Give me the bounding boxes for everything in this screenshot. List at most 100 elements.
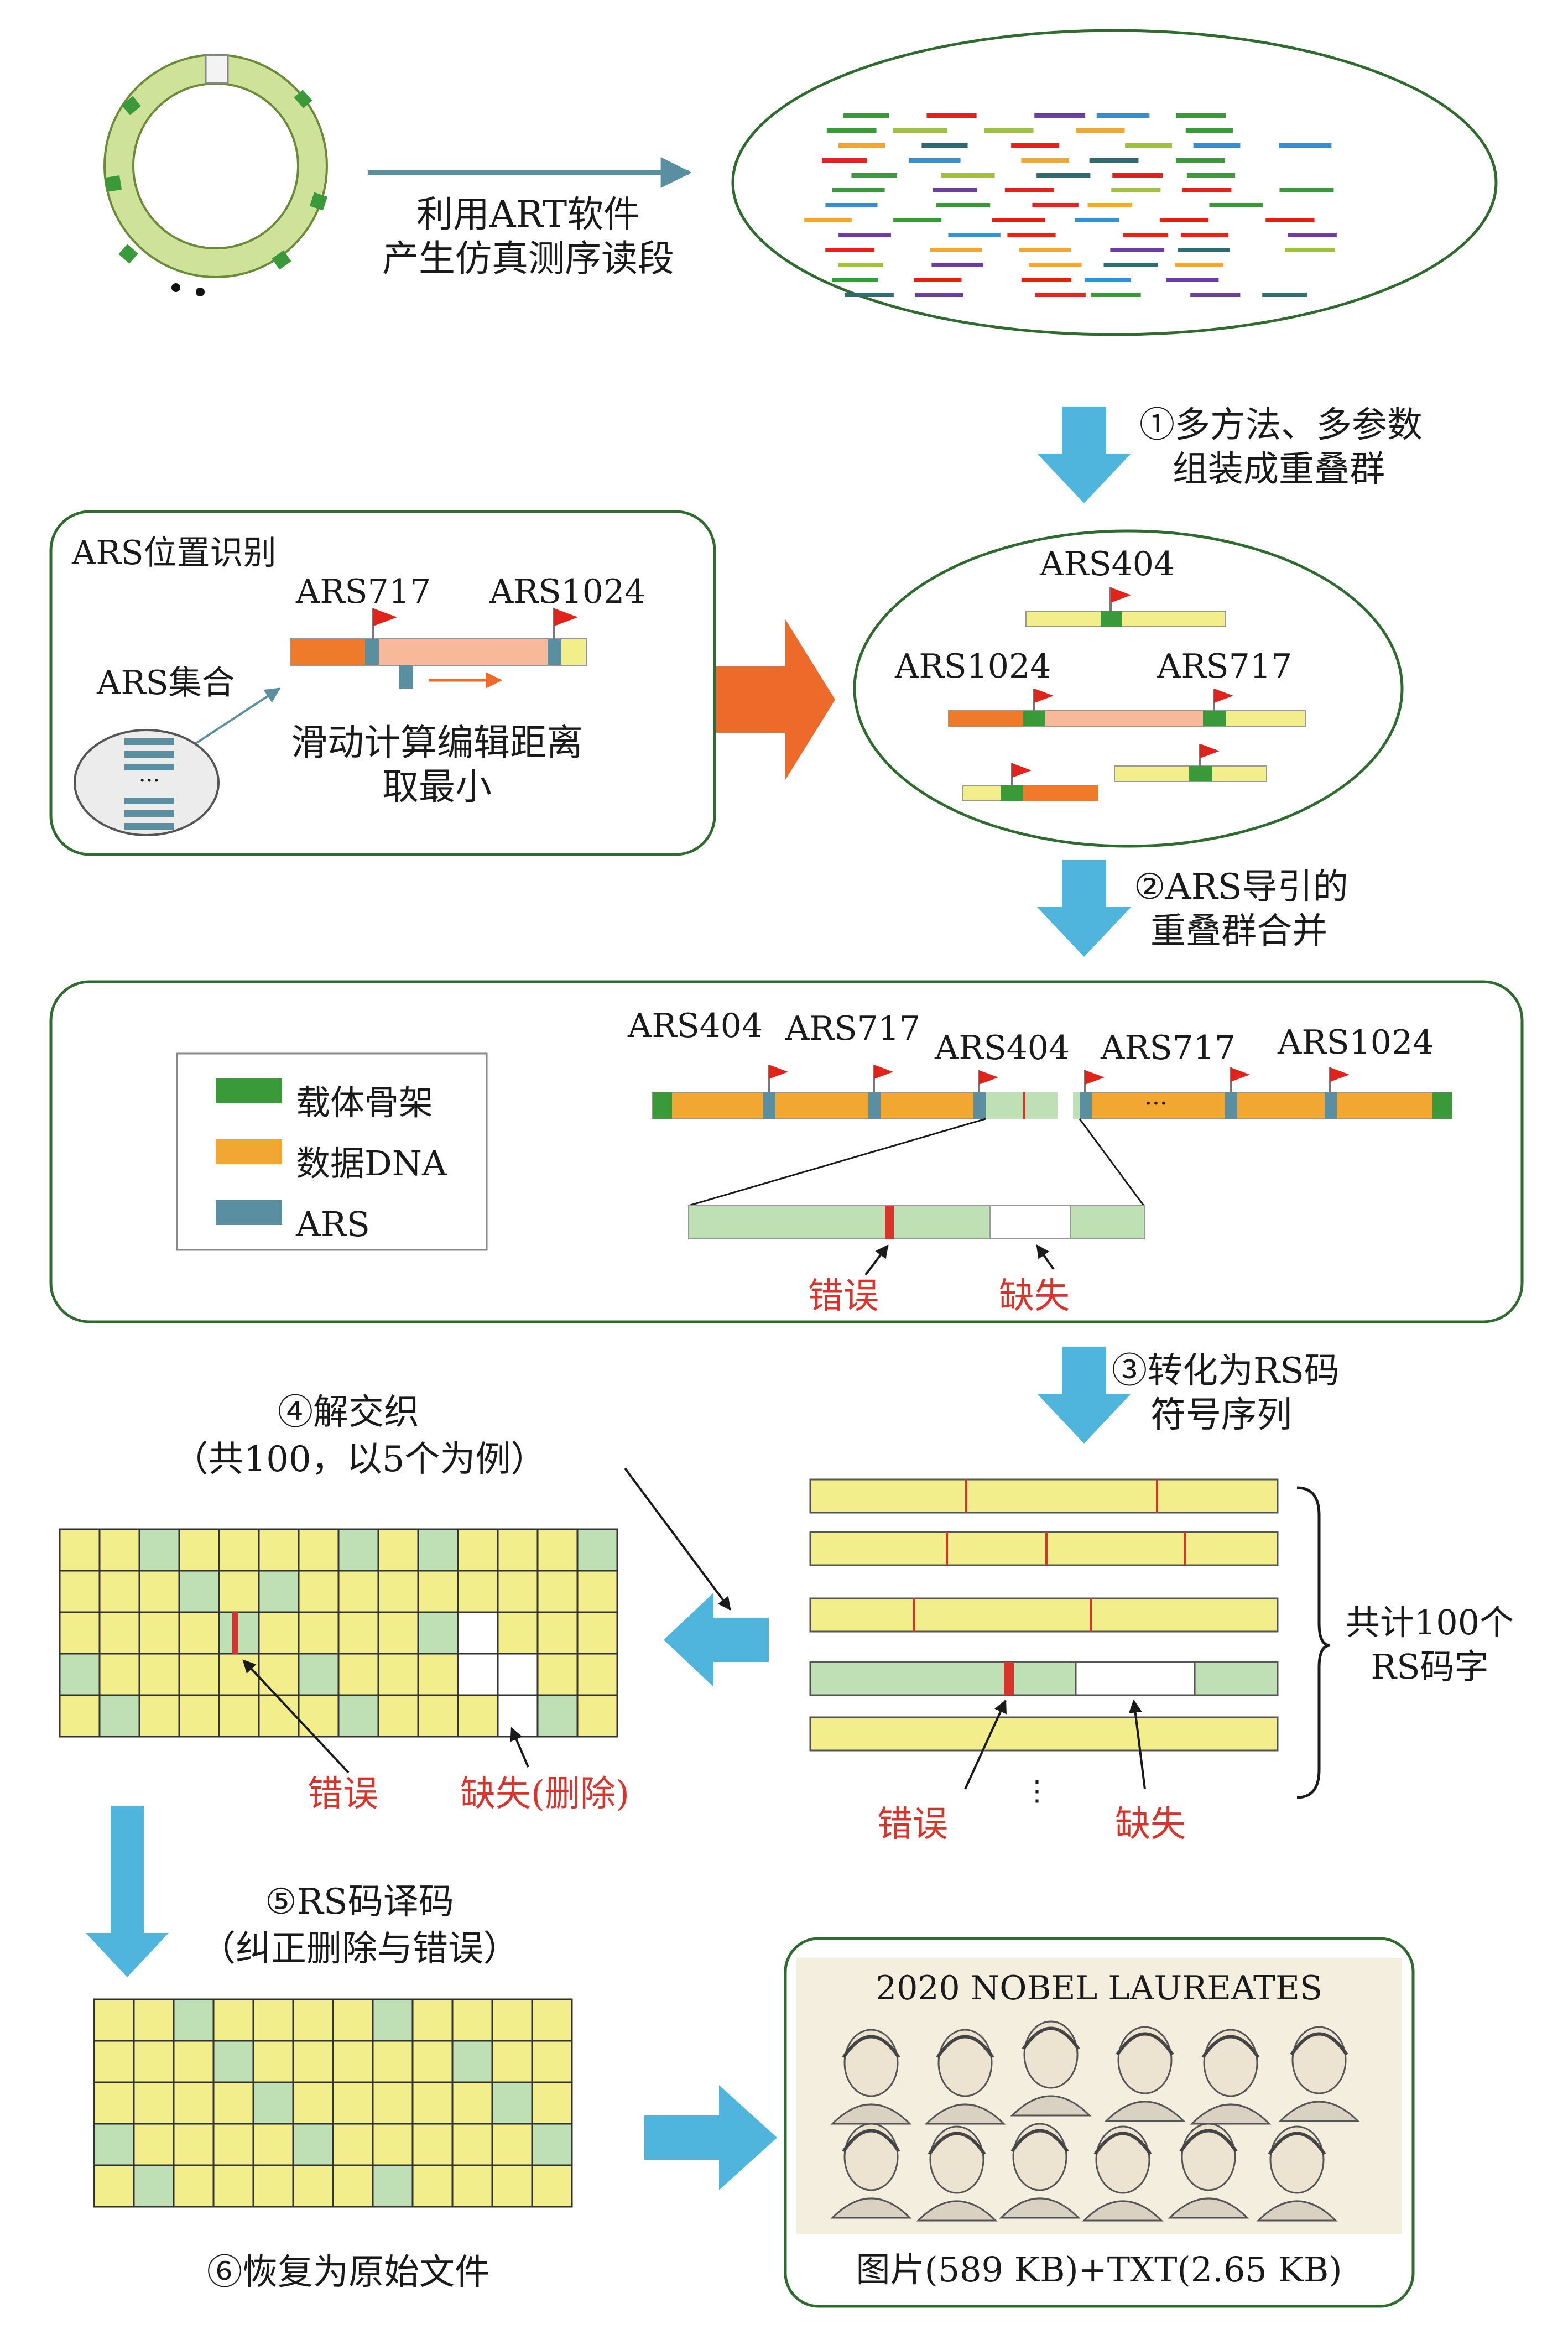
laureate-hair bbox=[1116, 2032, 1174, 2056]
rs-codewords bbox=[809, 1478, 1279, 1752]
grid-cell bbox=[491, 2123, 533, 2166]
step6-label: ⑥恢复为原始文件 bbox=[207, 2252, 490, 2293]
sequencing-read bbox=[984, 128, 1034, 133]
laureate-face bbox=[1269, 2125, 1325, 2194]
grid-cell bbox=[173, 1998, 215, 2042]
grid-cell bbox=[258, 1528, 300, 1572]
grid-missing-pointer bbox=[510, 1727, 529, 1768]
grid-cell bbox=[497, 1570, 539, 1613]
laureate-face bbox=[1291, 2026, 1347, 2094]
flag-icon bbox=[1230, 1067, 1250, 1092]
laureate-face bbox=[1012, 2123, 1067, 2191]
grid-cell bbox=[497, 1528, 539, 1572]
grid-cell bbox=[138, 1570, 180, 1613]
sequencing-read bbox=[1265, 218, 1315, 222]
sequencing-read bbox=[1185, 128, 1233, 133]
grid-cell bbox=[212, 2040, 254, 2083]
sequencing-read bbox=[1110, 248, 1165, 252]
sequencing-read bbox=[1193, 143, 1241, 148]
laureate-body bbox=[924, 2103, 1006, 2125]
legend-data-dna: 数据DNA bbox=[296, 1143, 447, 1184]
merge-label: ARS404 bbox=[934, 1029, 1070, 1067]
sequencing-read bbox=[1076, 128, 1125, 133]
grid-cell bbox=[451, 1998, 493, 2042]
sequencing-read bbox=[1034, 113, 1086, 118]
laureate-body bbox=[1104, 2101, 1186, 2122]
grid-cell bbox=[98, 1653, 140, 1696]
laureate-body bbox=[1010, 2095, 1092, 2117]
grid-cell bbox=[332, 2164, 374, 2208]
grid-cell bbox=[491, 1998, 533, 2042]
grid-cell bbox=[93, 2040, 135, 2083]
step5-line2: （纠正删除与错误） bbox=[200, 1929, 519, 1969]
sequencing-read bbox=[1125, 143, 1172, 148]
grid-cell bbox=[377, 1694, 419, 1738]
grid-cell bbox=[332, 1998, 374, 2042]
step4-line1: ④解交织 bbox=[278, 1392, 419, 1433]
cw-error-pointer bbox=[964, 1699, 1007, 1790]
sequencing-read bbox=[1181, 188, 1232, 192]
ars-box-title: ARS位置识别 bbox=[71, 534, 277, 572]
reads-ellipse bbox=[731, 29, 1498, 336]
grid-cell bbox=[258, 1694, 300, 1738]
grid-cell bbox=[133, 2123, 175, 2166]
missing-pointer bbox=[1036, 1244, 1055, 1270]
sequencing-read bbox=[1032, 203, 1079, 207]
step2-arrow bbox=[1037, 860, 1131, 957]
grid-cell bbox=[298, 1694, 340, 1738]
grid-cell bbox=[93, 1998, 135, 2042]
grid-cell bbox=[138, 1611, 180, 1655]
sequencing-read bbox=[1021, 158, 1069, 163]
flag-icon bbox=[1213, 689, 1233, 711]
merge-label: ARS1024 bbox=[1277, 1023, 1434, 1062]
grid-cell bbox=[178, 1611, 220, 1655]
laureate-body bbox=[1082, 2200, 1164, 2222]
deinterleave-arrow bbox=[664, 1593, 769, 1687]
grid-cell bbox=[138, 1528, 180, 1572]
flag-icon bbox=[1199, 744, 1220, 766]
sequencing-read bbox=[845, 293, 894, 297]
grid-cell bbox=[531, 1998, 573, 2042]
sequencing-read bbox=[843, 113, 889, 118]
grid-cell bbox=[292, 2123, 334, 2166]
merge-label: ARS717 bbox=[1100, 1029, 1236, 1067]
grid-cell bbox=[298, 1653, 340, 1696]
sequencing-read bbox=[832, 278, 878, 282]
sequencing-read bbox=[1166, 278, 1219, 282]
ars-box-label-ars1024: ARS1024 bbox=[489, 572, 645, 611]
grid-cell bbox=[417, 1694, 459, 1738]
grid-cell bbox=[59, 1528, 101, 1572]
sequencing-read bbox=[838, 233, 891, 237]
step1-line1: ①多方法、多参数 bbox=[1139, 405, 1423, 446]
sequencing-read bbox=[1087, 203, 1132, 207]
grid-cell bbox=[451, 2123, 493, 2166]
grid-cell bbox=[252, 2081, 294, 2125]
grid-cell bbox=[98, 1528, 140, 1572]
step0-label-line2: 产生仿真测序读段 bbox=[382, 237, 674, 280]
codeword-brace bbox=[1296, 1486, 1331, 1799]
flag-icon bbox=[978, 1070, 998, 1092]
ars-set-label: ARS集合 bbox=[96, 664, 235, 702]
step2-line1: ②ARS导引的 bbox=[1134, 867, 1348, 908]
sequencing-read bbox=[941, 173, 995, 178]
sequencing-reads bbox=[804, 113, 1337, 297]
sequencing-read bbox=[1075, 218, 1119, 222]
flag-icon bbox=[1084, 1070, 1105, 1092]
grid-cell bbox=[178, 1570, 220, 1613]
grid-cell bbox=[93, 2123, 135, 2166]
laureate-body bbox=[1256, 2200, 1338, 2222]
grid-cell bbox=[133, 2040, 175, 2083]
grid-cell bbox=[411, 2081, 454, 2125]
step5-arrow bbox=[86, 1806, 169, 1977]
grid-cell bbox=[576, 1653, 618, 1696]
laureate-body bbox=[916, 2200, 998, 2222]
sequencing-read bbox=[1176, 113, 1226, 118]
step3-arrow bbox=[1037, 1347, 1131, 1444]
flag-icon bbox=[1329, 1067, 1350, 1092]
sequencing-read bbox=[1019, 248, 1071, 252]
merge-label: ARS717 bbox=[785, 1009, 920, 1048]
grid-cell bbox=[173, 2040, 215, 2083]
laureate-hair bbox=[842, 2035, 900, 2059]
grid-cell bbox=[178, 1653, 220, 1696]
